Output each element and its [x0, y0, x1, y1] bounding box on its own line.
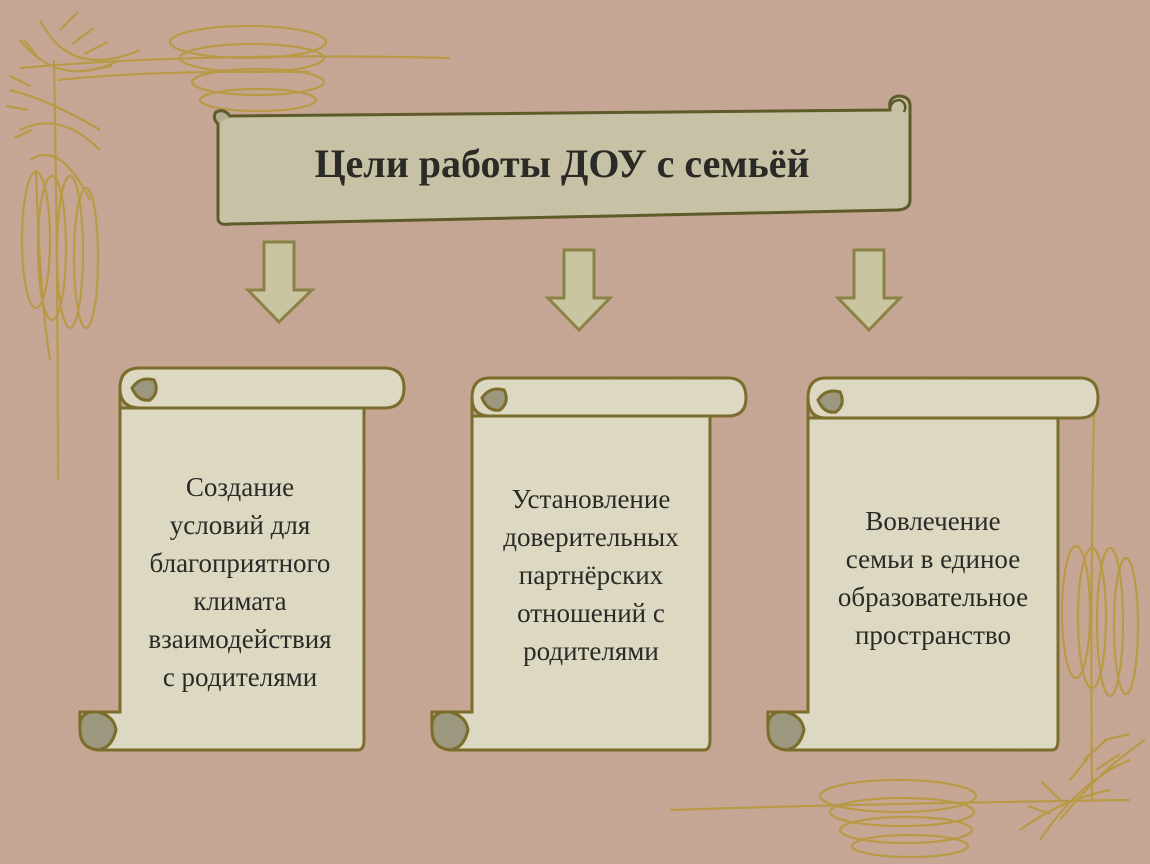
goal-2-line-2: доверительных	[503, 522, 679, 552]
goal-3-line-2: семьи в единое	[845, 544, 1021, 574]
ornament-top-left	[5, 11, 451, 481]
ornament-bottom-right	[669, 409, 1146, 859]
scroll-2	[430, 376, 748, 752]
goal-3-line-4: пространство	[854, 620, 1011, 650]
goal-2-line-4: отношений с	[517, 598, 665, 628]
goal-1-line-6: с родителями	[162, 662, 318, 692]
goal-card-2: Установление доверительных партнёрских о…	[472, 432, 710, 732]
goal-1-line-2: условий для	[169, 510, 311, 540]
arrow-1	[244, 240, 316, 325]
scroll-1	[78, 366, 406, 752]
goal-2-line-1: Установление	[511, 484, 671, 514]
goal-2-line-5: родителями	[523, 636, 659, 666]
arrow-2	[544, 248, 614, 333]
goal-card-3: Вовлечение семьи в единое образовательно…	[808, 432, 1058, 732]
title-banner	[212, 94, 912, 226]
goal-3-line-3: образовательное	[837, 582, 1029, 612]
goal-card-1: Создание условий для благоприятного клим…	[120, 432, 360, 732]
arrow-3	[834, 248, 904, 333]
goal-3-line-1: Вовлечение	[865, 506, 1001, 536]
goal-1-line-3: благоприятного	[149, 548, 331, 578]
goal-1-line-5: взаимодействия	[148, 624, 332, 654]
goal-1-line-4: климата	[193, 586, 287, 616]
diagram-title: Цели работы ДОУ с семьёй	[314, 141, 810, 186]
goal-2-line-3: партнёрских	[518, 560, 664, 590]
goal-1-line-1: Создание	[185, 472, 295, 502]
scroll-3	[766, 376, 1100, 752]
